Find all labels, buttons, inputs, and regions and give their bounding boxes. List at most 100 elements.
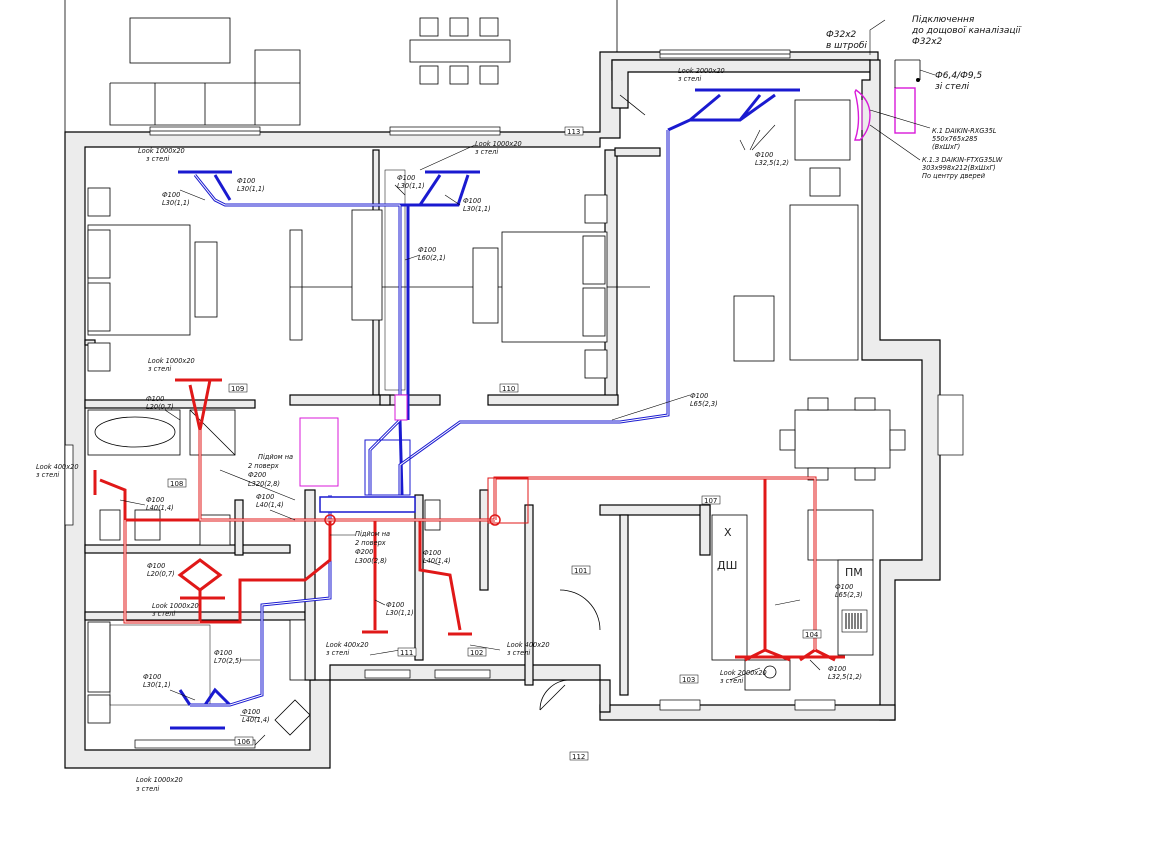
indoor-unit-wall bbox=[854, 88, 871, 141]
fridge-label: Х bbox=[724, 526, 732, 539]
duct-label: L40(1,4) bbox=[256, 501, 284, 509]
room-106: 107 bbox=[704, 497, 717, 505]
dining-table bbox=[794, 409, 891, 469]
duct-label: Look 2000х20 bbox=[678, 67, 725, 75]
room-108: 108 bbox=[170, 480, 183, 488]
room-113: 113 bbox=[567, 128, 580, 136]
duct-label: L20(0,7) bbox=[146, 403, 174, 411]
room-104: 104 bbox=[805, 631, 819, 639]
duct-label: L30(1,1) bbox=[397, 182, 425, 190]
indoor-unit-1: К.1.3 DAIKIN-FTXG35LW bbox=[922, 156, 1003, 164]
duct-label: Look 1000х20 bbox=[138, 147, 185, 155]
duct-label: L40(1,4) bbox=[242, 716, 270, 724]
duct-label: з стелі bbox=[148, 365, 171, 373]
indoor-unit-2: 303х998х212(ВхШхГ) bbox=[922, 164, 996, 172]
pipes-1: Ф6,4/Ф9,5 bbox=[935, 71, 982, 81]
duct-label: Ф100 bbox=[690, 392, 708, 400]
duct-label: з стелі bbox=[507, 649, 530, 657]
drain-title-3: Ф32х2 bbox=[912, 37, 943, 47]
duct-label: Ф100 bbox=[237, 177, 255, 185]
indoor-unit-3: По центру дверей bbox=[922, 172, 986, 180]
room-numbers: 113 109 110 108 107 101 104 111 102 103 … bbox=[167, 126, 822, 761]
furniture bbox=[87, 94, 906, 736]
washer-label: ПМ bbox=[845, 566, 863, 579]
duct-label: L30(1,1) bbox=[463, 205, 491, 213]
duct-label: L320(2,8) bbox=[248, 480, 280, 488]
duct-label: з стелі bbox=[136, 785, 159, 793]
drain-in-wall-2: в штробі bbox=[826, 41, 867, 51]
duct-label: з стелі bbox=[146, 155, 169, 163]
duct-label: Ф100 bbox=[242, 708, 260, 716]
duct-label: Ф100 bbox=[146, 395, 164, 403]
duct-labels: Look 2000х20 з стелі Look 1000х20 з стел… bbox=[36, 67, 863, 793]
room-111: 111 bbox=[400, 649, 413, 657]
duct-label: Ф200 bbox=[248, 471, 266, 479]
duct-label: Ф100 bbox=[423, 549, 441, 557]
duct-label: Підйом на bbox=[258, 453, 293, 461]
duct-label: 2 поверх bbox=[248, 462, 279, 470]
duct-label: L300(2,8) bbox=[355, 557, 387, 565]
duct-label: Ф100 bbox=[418, 246, 436, 254]
drain-title-1: Підключення bbox=[912, 15, 975, 25]
dishwasher-label: ДШ bbox=[717, 559, 737, 572]
duct-label: Ф100 bbox=[256, 493, 274, 501]
duct-label: Ф100 bbox=[835, 583, 853, 591]
drain-title-2: до дощової каналізації bbox=[911, 26, 1022, 36]
duct-label: з стелі bbox=[326, 649, 349, 657]
duct-label: з стелі bbox=[152, 610, 175, 618]
duct-label: Look 400х20 bbox=[507, 641, 550, 649]
duct-label: Ф100 bbox=[755, 151, 773, 159]
sofa-large bbox=[794, 99, 851, 161]
outdoor-unit-3: (ВхШхГ) bbox=[932, 143, 960, 151]
pipes-2: зі стелі bbox=[935, 82, 970, 92]
duct-label: L32,5(1,2) bbox=[828, 673, 862, 681]
duct-label: L30(1,1) bbox=[162, 199, 190, 207]
duct-label: L30(1,1) bbox=[143, 681, 171, 689]
duct-label: з стелі bbox=[678, 75, 701, 83]
duct-label: Look 400х20 bbox=[36, 463, 79, 471]
duct-label: L70(2,5) bbox=[214, 657, 242, 665]
duct-label: Ф100 bbox=[214, 649, 232, 657]
supply-ducts bbox=[93, 378, 845, 662]
duct-label: L40(1,4) bbox=[146, 504, 174, 512]
duct-label: Ф100 bbox=[162, 191, 180, 199]
room-110: 110 bbox=[502, 385, 515, 393]
duct-label: Ф200 bbox=[355, 548, 373, 556]
indoor-unit bbox=[894, 87, 916, 134]
duct-label: Look 1000х20 bbox=[148, 357, 195, 365]
exhaust-ducts bbox=[170, 88, 800, 730]
duct-label: з стелі bbox=[720, 677, 743, 685]
drain-in-wall-1: Ф32х2 bbox=[826, 30, 857, 40]
ac-unit-notes: К.1 DAIKIN-RXG35L 550х765х285 (ВхШхГ) К.… bbox=[922, 127, 1003, 180]
duct-label: Підйом на bbox=[355, 530, 390, 538]
duct-label: Look 2000х20 bbox=[720, 669, 767, 677]
room-102: 102 bbox=[470, 649, 483, 657]
windows bbox=[64, 49, 964, 749]
duct-label: Ф100 bbox=[386, 601, 404, 609]
duct-label: Look 1000х20 bbox=[475, 140, 522, 148]
duct-label: 2 поверх bbox=[355, 539, 386, 547]
room-103: 103 bbox=[682, 676, 695, 684]
duct-label: L30(1,1) bbox=[237, 185, 265, 193]
drain-notes: Підключення до дощової каналізації Ф32х2… bbox=[826, 15, 1022, 92]
duct-label: L65(2,3) bbox=[690, 400, 718, 408]
duct-label: з стелі bbox=[36, 471, 59, 479]
exterior-area bbox=[64, 0, 618, 132]
duct-label: Look 400х20 bbox=[326, 641, 369, 649]
duct-label: Ф100 bbox=[397, 174, 415, 182]
duct-label: L40(1,4) bbox=[423, 557, 451, 565]
duct-label: L60(2,1) bbox=[418, 254, 446, 262]
room-112: 112 bbox=[572, 753, 585, 761]
kitchen-counter bbox=[711, 514, 748, 661]
room-107: 106 bbox=[237, 738, 251, 746]
duct-label: L20(0,7) bbox=[147, 570, 175, 578]
outdoor-unit-1: К.1 DAIKIN-RXG35L bbox=[932, 127, 997, 135]
duct-label: Look 1000х20 bbox=[152, 602, 199, 610]
room-101: 101 bbox=[574, 567, 587, 575]
tv-unit bbox=[789, 204, 859, 361]
duct-label: з стелі bbox=[475, 148, 498, 156]
duct-label: Ф100 bbox=[143, 673, 161, 681]
outdoor-dining-set bbox=[409, 17, 511, 85]
duct-label: Ф100 bbox=[147, 562, 165, 570]
